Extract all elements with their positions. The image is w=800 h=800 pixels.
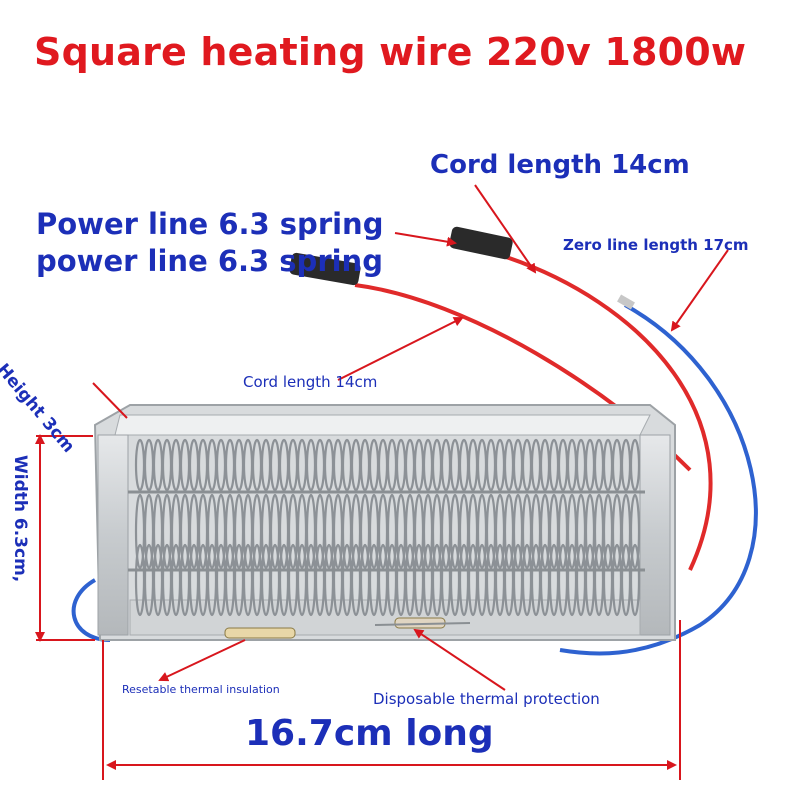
page-title: Square heating wire 220v 1800w [34, 30, 747, 74]
cord-length-top-label: Cord length 14cm [430, 150, 690, 180]
red-wire-upper [499, 253, 713, 571]
power-line-label-2: power line 6.3 spring [36, 244, 383, 278]
zero-line-label: Zero line length 17cm [563, 236, 749, 254]
spring-connector-1 [449, 226, 513, 260]
spring-connector-2 [289, 252, 361, 286]
heating-coils [134, 438, 641, 617]
resetable-thermal-part [224, 627, 296, 639]
coil-turn [629, 438, 641, 492]
blue-wire [559, 303, 758, 656]
length-label: 16.7cm long [245, 713, 494, 754]
arrow-icon [35, 184, 729, 780]
disposable-thermal-label: Disposable thermal protection [373, 690, 600, 708]
coil-turn [629, 543, 641, 617]
cord-length-mid-label: Cord length 14cm [243, 373, 378, 391]
resetable-thermal-label: Resetable thermal insulation [122, 683, 280, 696]
width-label: Width 6.3cm, [10, 455, 30, 583]
blue-wire-left [71, 578, 111, 642]
coil-turn [629, 493, 641, 570]
power-line-label-1: Power line 6.3 spring [36, 207, 384, 241]
